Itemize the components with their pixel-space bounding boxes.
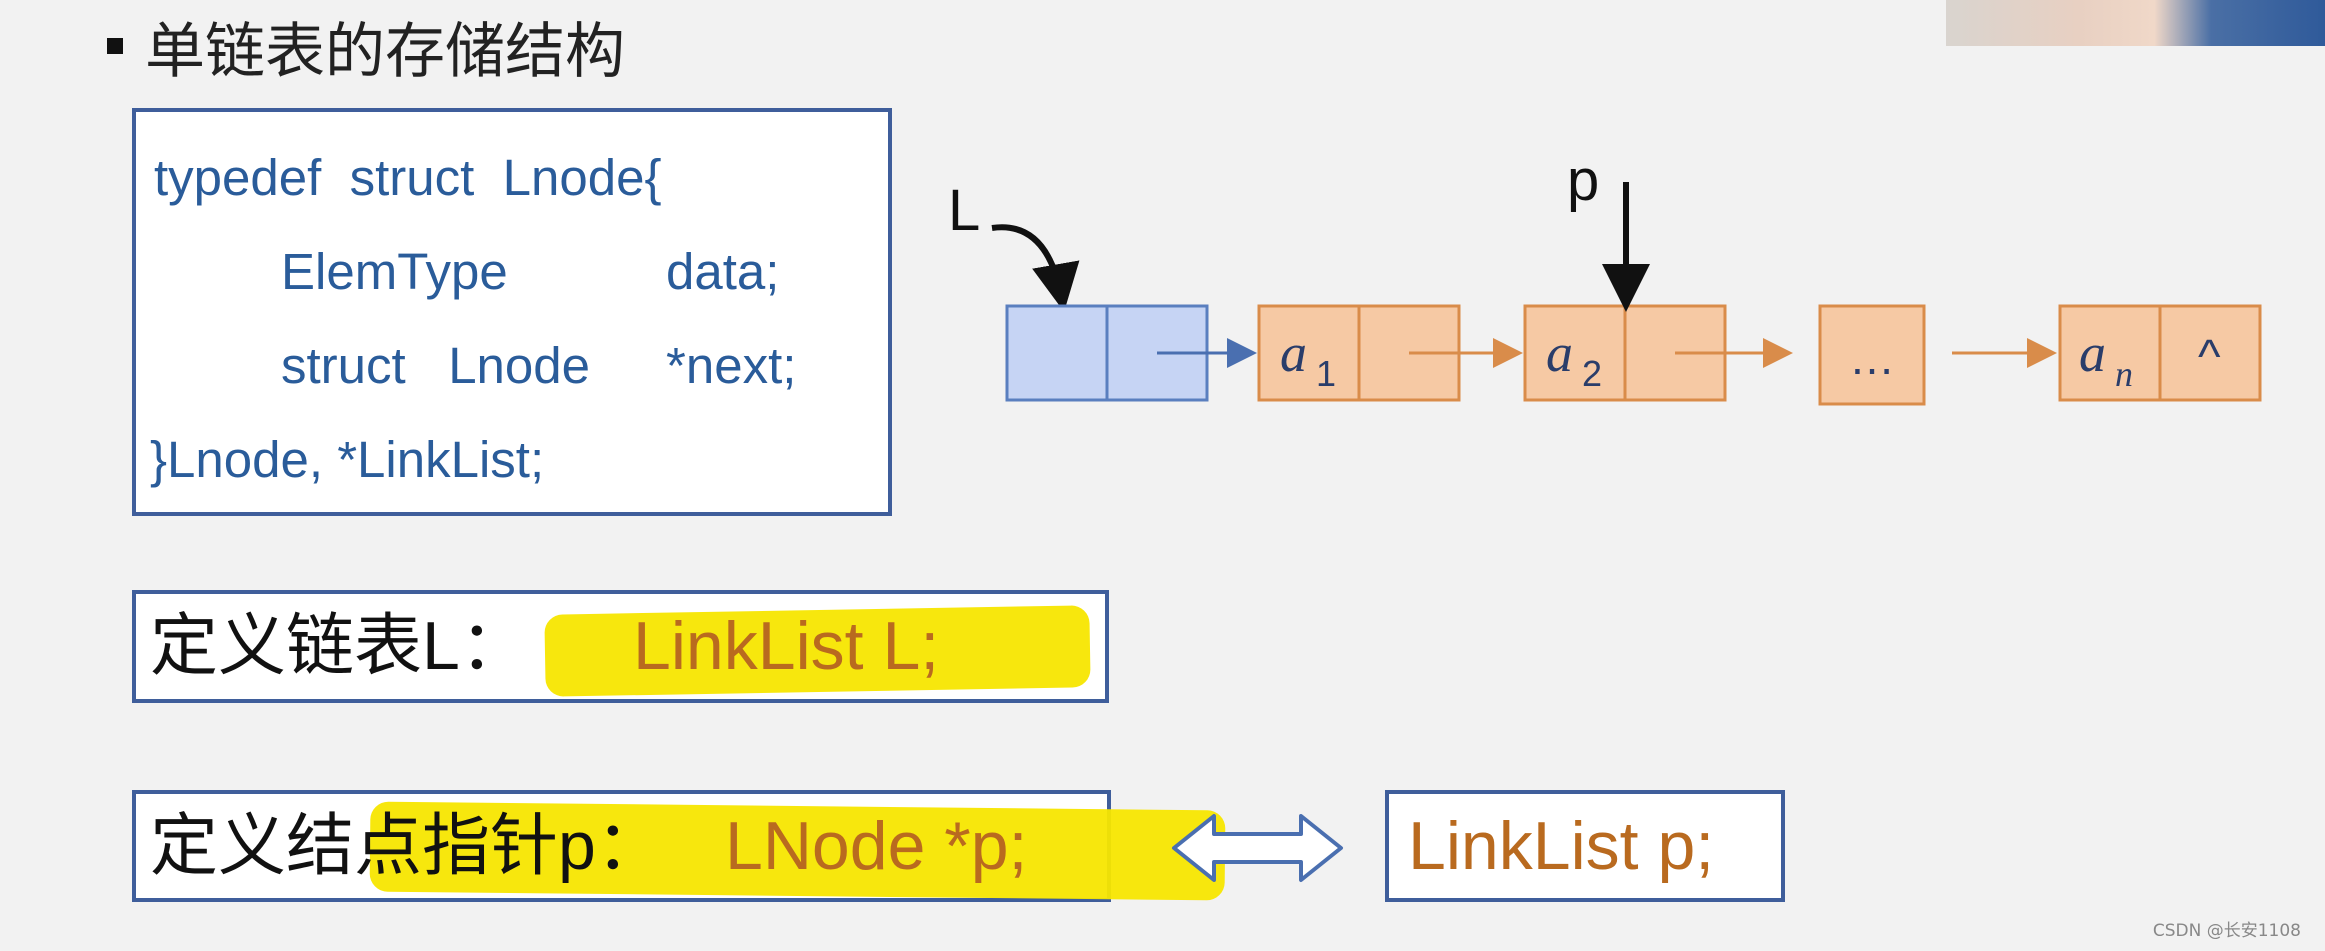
define-node-pointer-label: 定义结点指针p：: [150, 808, 664, 884]
node-an-main: a: [2079, 323, 2106, 383]
code-line-typedef: typedef struct Lnode{: [154, 149, 662, 206]
title-bullet: [107, 38, 123, 54]
equivalence-double-arrow: [1172, 814, 1343, 882]
struct-definition-box: typedef struct Lnode{ ElemType data; str…: [132, 108, 892, 516]
head-node: [1005, 304, 1209, 402]
linked-list-diagram: L a 1 a 2 p … a n ^: [948, 150, 2262, 406]
node-an: a n ^: [2058, 304, 2262, 402]
webcam-thumbnail: [1946, 0, 2325, 46]
head-pointer-label: L: [948, 178, 980, 243]
node-a2-sub: 2: [1582, 353, 1602, 394]
node-a1-main: a: [1280, 323, 1307, 383]
equivalent-linklist-p-code: LinkList p;: [1408, 808, 1715, 884]
code-line-next-type: struct Lnode: [281, 337, 591, 394]
code-line-next-field: *next;: [666, 337, 797, 394]
null-symbol: ^: [2198, 331, 2221, 384]
node-a2-main: a: [1546, 323, 1573, 383]
watermark: CSDN @长安1108: [2152, 921, 2301, 941]
node-a2: a 2: [1523, 304, 1727, 402]
head-pointer-arrow: [991, 224, 1080, 312]
code-line-closing: }Lnode, *LinkList;: [150, 431, 545, 488]
p-pointer-label: p: [1567, 150, 1599, 213]
define-list-label: 定义链表L：: [150, 608, 528, 684]
code-line-data-type: ElemType: [281, 243, 508, 300]
node-ellipsis: …: [1818, 304, 1926, 406]
define-list-code: LinkList L;: [633, 608, 940, 684]
node-an-sub: n: [2115, 354, 2133, 394]
ellipsis-text: …: [1849, 332, 1895, 384]
define-node-pointer-code: LNode *p;: [725, 808, 1028, 884]
equivalent-linklist-p-box: [1385, 790, 1785, 902]
code-line-data-field: data;: [666, 243, 780, 300]
node-a1-sub: 1: [1316, 353, 1336, 394]
page-title: 单链表的存储结构: [145, 18, 625, 85]
